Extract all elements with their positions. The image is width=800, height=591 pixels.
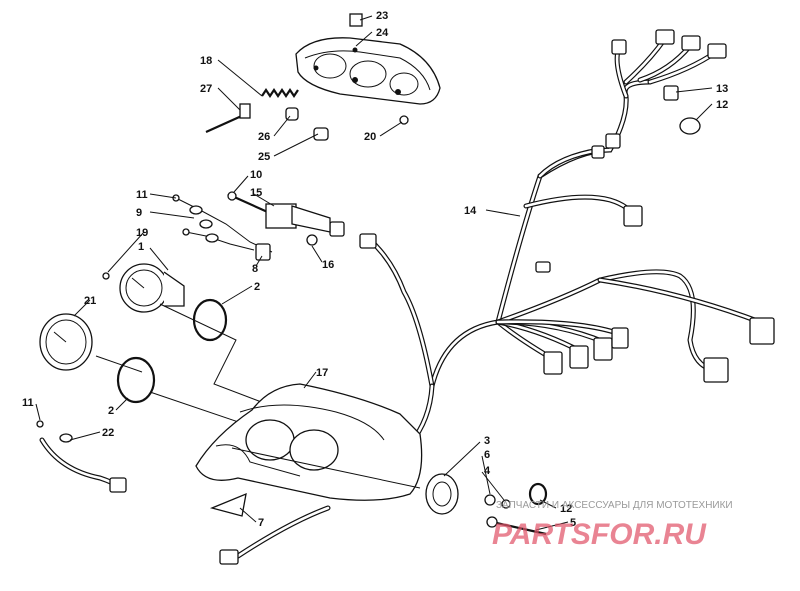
callout-7: 7 <box>258 517 264 529</box>
callout-2-top: 2 <box>254 281 260 293</box>
gauge-opening-left <box>245 419 295 461</box>
callout-5: 5 <box>570 517 576 529</box>
screw-part-19 <box>102 272 110 280</box>
watermark-tagline: ЗАПЧАСТИ И АКСЕССУАРЫ ДЛЯ МОТОТЕХНИКИ <box>496 500 733 511</box>
bracket-part-15 <box>265 203 297 229</box>
callout-16: 16 <box>322 259 334 271</box>
callout-leaders <box>35 15 713 531</box>
bracket-arm-part-15 <box>291 205 331 233</box>
callout-3: 3 <box>484 435 490 447</box>
spring-part-18 <box>261 88 299 98</box>
ring-part-2b <box>116 356 156 404</box>
callout-11-bottom: 11 <box>22 397 34 409</box>
instrument-pod-housing <box>295 37 441 105</box>
callout-23: 23 <box>376 10 388 22</box>
callout-2-bottom: 2 <box>108 405 114 417</box>
callout-25: 25 <box>258 151 270 163</box>
assembly-leader-lines <box>95 303 273 433</box>
nut-part-16 <box>306 234 318 246</box>
harness-connectors <box>329 29 775 383</box>
bolt-part-10 <box>231 194 273 216</box>
callout-17: 17 <box>316 367 328 379</box>
callout-13: 13 <box>716 83 728 95</box>
bulb-head-part-5 <box>486 516 498 528</box>
gauge-housing-inner <box>432 481 452 507</box>
callout-18: 18 <box>200 55 212 67</box>
callout-1: 1 <box>138 241 144 253</box>
callout-8: 8 <box>252 263 258 275</box>
callout-labels: 23 24 18 27 26 25 20 13 12 10 15 11 9 19… <box>22 10 728 529</box>
callout-11-top: 11 <box>136 189 148 201</box>
tachometer-gauge-part-21 <box>39 313 93 371</box>
callout-9: 9 <box>136 207 142 219</box>
callout-21: 21 <box>84 295 96 307</box>
bracket-part-27 <box>239 103 251 119</box>
callout-6: 6 <box>484 449 490 461</box>
ring-part-12b <box>528 482 548 506</box>
connector-cluster-9 <box>172 194 273 261</box>
tach-wire-part-22 <box>36 420 127 493</box>
washer-part-6 <box>484 494 496 506</box>
callout-27: 27 <box>200 83 212 95</box>
cable-tie-part-12 <box>679 117 701 135</box>
watermark-logo: PARTSFOR.RU <box>492 518 707 551</box>
gauge-opening-right <box>289 429 339 471</box>
bolt-head-part-10 <box>227 191 237 201</box>
gauge-housing-part-3 <box>425 473 459 515</box>
callout-26: 26 <box>258 131 270 143</box>
callout-19: 19 <box>136 227 148 239</box>
callout-15: 15 <box>250 187 262 199</box>
speedometer-gauge-part-1 <box>119 263 185 313</box>
callout-12-top: 12 <box>716 99 728 111</box>
callout-14: 14 <box>464 205 477 217</box>
grommet-part-25 <box>313 127 329 141</box>
bulb-part-5 <box>491 520 547 536</box>
bulb-part-27 <box>205 112 247 134</box>
callout-12-bottom: 12 <box>560 503 572 515</box>
callout-10: 10 <box>250 169 262 181</box>
ring-part-2a <box>192 298 228 342</box>
callout-22: 22 <box>102 427 114 439</box>
lower-wire-part-7 <box>219 505 331 565</box>
clip-part-23 <box>349 13 363 27</box>
decal-part-7 <box>209 492 247 517</box>
callout-4: 4 <box>484 465 491 477</box>
nut-part-4 <box>501 499 511 509</box>
callout-20: 20 <box>364 131 376 143</box>
callout-24: 24 <box>376 27 389 39</box>
leader-line-gauge-3 <box>231 447 421 489</box>
hood-panel-part-17 <box>195 383 423 501</box>
